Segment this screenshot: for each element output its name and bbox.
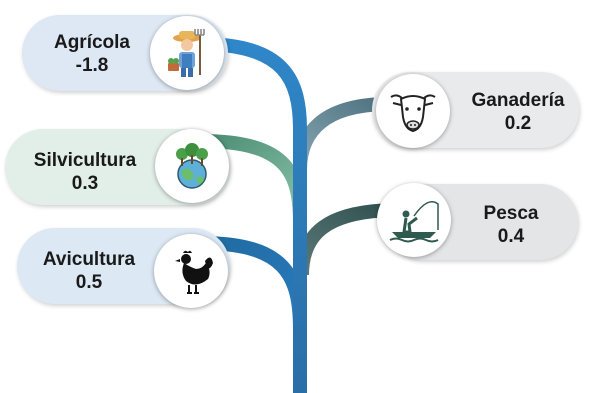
label-pesca: Pesca 0.4: [451, 202, 571, 248]
circle-avicultura: [154, 234, 228, 308]
label-silvicultura: Silvicultura 0.3: [15, 149, 155, 195]
circle-agricola: [150, 16, 224, 90]
circle-ganaderia: [376, 74, 450, 148]
value-avicultura: 0.5: [75, 272, 103, 293]
name-pesca: Pesca: [483, 203, 539, 224]
value-pesca: 0.4: [497, 226, 525, 247]
value-ganaderia: 0.2: [504, 113, 532, 134]
fishing-boat-icon: [389, 201, 439, 243]
name-agricola: Agrícola: [53, 32, 131, 53]
cow-icon: [390, 94, 436, 133]
name-avicultura: Avicultura: [42, 249, 136, 270]
value-silvicultura: 0.3: [71, 173, 99, 194]
value-agricola: -1.8: [75, 55, 109, 76]
name-ganaderia: Ganadería: [471, 90, 565, 111]
circle-silvicultura: [155, 129, 229, 203]
name-silvicultura: Silvicultura: [33, 150, 137, 171]
circle-pesca: [377, 183, 451, 257]
trunk: [199, 37, 307, 393]
hen-icon: [175, 250, 213, 294]
tree-globe-icon: [176, 143, 208, 189]
label-avicultura: Avicultura 0.5: [29, 248, 149, 294]
farmer-icon: [168, 29, 205, 77]
label-ganaderia: Ganadería 0.2: [458, 89, 578, 135]
label-agricola: Agrícola -1.8: [32, 31, 152, 77]
